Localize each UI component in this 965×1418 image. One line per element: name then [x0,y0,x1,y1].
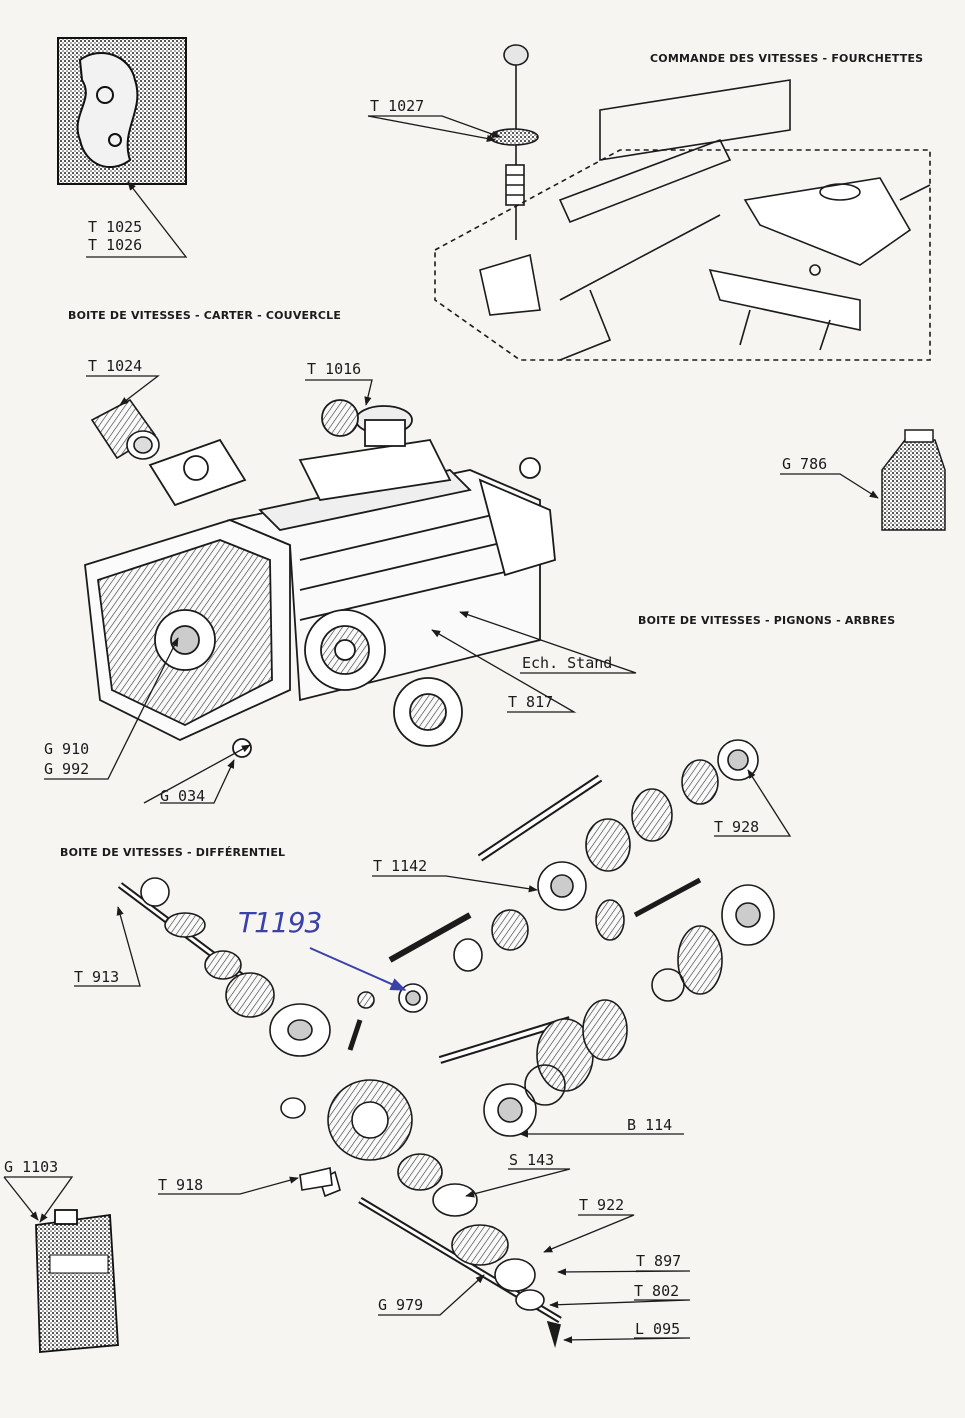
leader-lines [3,115,879,1344]
handwritten-annotation: T1193 [238,906,322,939]
part-label-b114: B 114 [627,1116,673,1134]
part-label-g034: G 034 [160,787,206,805]
part-label-l095: L 095 [635,1320,681,1338]
part-label-t1027: T 1027 [370,97,425,115]
part-label-t918: T 918 [158,1176,204,1194]
part-label-g910: G 910 [44,740,90,758]
part-label-t817: T 817 [508,693,554,711]
heading-differentiel: BOITE DE VITESSES - DIFFÉRENTIEL [60,846,286,859]
bushing-part [90,398,160,460]
heading-carter: BOITE DE VITESSES - CARTER - COUVERCLE [68,309,342,322]
gasket-picture [57,37,187,185]
part-label-ech-stand: Ech. Stand [522,654,613,672]
gearshift-mechanism [434,44,931,361]
paste-tube [881,429,946,531]
part-label-t897: T 897 [636,1252,682,1270]
part-label-g992: G 992 [44,760,90,778]
part-label-t1025: T 1025 [88,218,143,236]
part-label-t802: T 802 [634,1282,680,1300]
heading-pignons: BOITE DE VITESSES - PIGNONS - ARBRES [638,614,896,627]
handwritten-arrow [309,947,407,991]
part-label-g1103: G 1103 [4,1158,59,1176]
part-label-s143: S 143 [509,1151,555,1169]
part-label-t913: T 913 [74,968,120,986]
part-label-g786: G 786 [782,455,828,473]
gearbox-housing [84,399,556,758]
part-label-t1026: T 1026 [88,236,143,254]
part-label-t1024: T 1024 [88,357,143,375]
oil-can [35,1209,119,1353]
heading-commande: COMMANDE DES VITESSES - FOURCHETTES [650,52,924,65]
part-label-t928: T 928 [714,818,760,836]
differential-assembly [117,877,562,1348]
part-label-t1016: T 1016 [307,360,362,378]
part-label-g979: G 979 [378,1296,424,1314]
part-label-t922: T 922 [579,1196,625,1214]
part-label-t1142: T 1142 [373,857,428,875]
gear-shafts [388,739,775,1137]
